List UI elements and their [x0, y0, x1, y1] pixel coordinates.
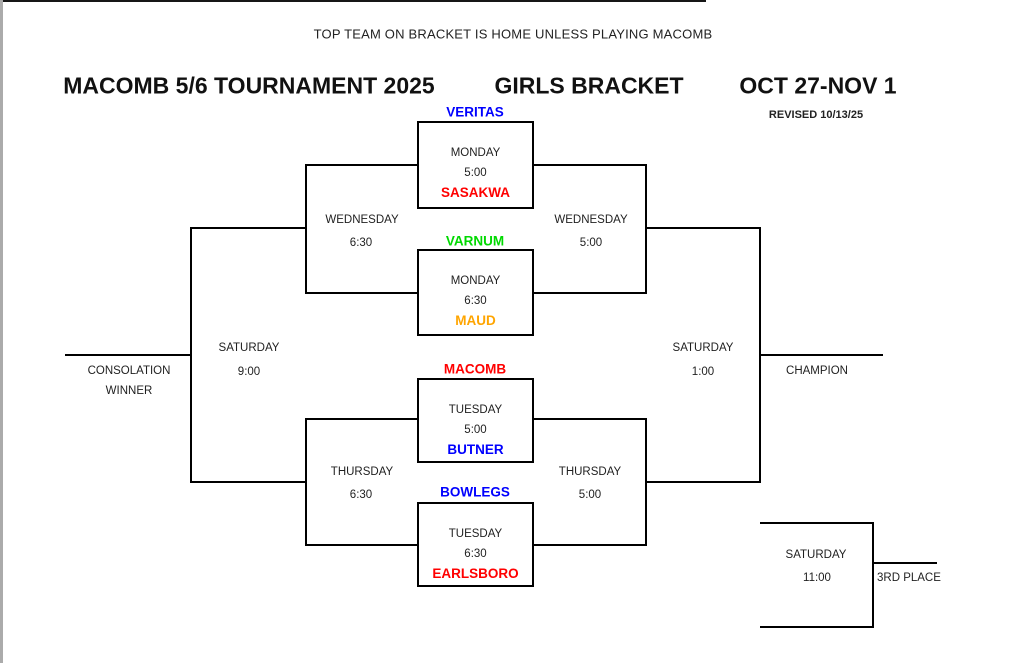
consolation-final-time: 9:00 — [237, 366, 261, 378]
game1-day: MONDAY — [450, 147, 501, 159]
championship-semi-bottom-day: THURSDAY — [558, 466, 622, 478]
line-consolation-semi-bottom-winner — [191, 481, 306, 483]
tournament-dates: OCT 27-NOV 1 — [739, 72, 897, 99]
line-consolation-semi-bottom-vertical — [305, 418, 307, 546]
team-macomb: MACOMB — [443, 361, 507, 377]
consolation-semi-bottom-time: 6:30 — [349, 489, 373, 501]
championship-final-day: SATURDAY — [672, 342, 734, 354]
home-team-notice: TOP TEAM ON BRACKET IS HOME UNLESS PLAYI… — [313, 26, 713, 42]
line-game1-winner — [534, 164, 646, 166]
line-game4-winner — [534, 544, 646, 546]
line-game4-loser — [306, 544, 418, 546]
team-earlsboro: EARLSBORO — [432, 566, 519, 581]
game2-box: MONDAY 6:30 MAUD — [417, 249, 534, 336]
game4-time: 6:30 — [464, 548, 487, 560]
third-place-time: 11:00 — [803, 572, 831, 584]
line-third-place-winner — [874, 562, 937, 564]
line-third-place-bottom — [760, 626, 874, 628]
game3-box: TUESDAY 5:00 BUTNER — [417, 378, 534, 463]
team-butner: BUTNER — [447, 442, 504, 457]
champion-label: CHAMPION — [786, 365, 848, 377]
line-game1-loser — [306, 164, 418, 166]
game3-day: TUESDAY — [448, 404, 503, 416]
consolation-final-day: SATURDAY — [218, 342, 280, 354]
game2-day: MONDAY — [450, 275, 501, 287]
line-championship-semi-bottom-winner — [646, 481, 760, 483]
third-place-day: SATURDAY — [785, 549, 847, 561]
team-veritas: VERITAS — [446, 104, 504, 120]
team-sasakwa: SASAKWA — [440, 185, 510, 200]
line-game2-loser — [306, 292, 418, 294]
game1-time: 5:00 — [464, 167, 487, 179]
line-game2-winner — [534, 292, 646, 294]
line-consolation-semi-top-vertical — [305, 164, 307, 294]
line-game3-loser — [306, 418, 418, 420]
championship-final-time: 1:00 — [691, 366, 715, 378]
page-title: MACOMB 5/6 TOURNAMENT 2025 — [63, 72, 435, 99]
line-consolation-semi-top-winner — [191, 227, 306, 229]
line-game3-winner — [534, 418, 646, 420]
team-maud: MAUD — [455, 313, 496, 328]
line-champion-winner — [760, 354, 883, 356]
championship-semi-top-day: WEDNESDAY — [554, 214, 628, 226]
championship-semi-bottom-time: 5:00 — [578, 489, 602, 501]
game3-time: 5:00 — [464, 424, 487, 436]
game1-box: MONDAY 5:00 SASAKWA — [417, 121, 534, 209]
line-championship-semi-top-winner — [646, 227, 760, 229]
line-consolation-winner — [65, 354, 191, 356]
page-left-border — [0, 0, 3, 663]
consolation-semi-bottom-day: THURSDAY — [330, 466, 394, 478]
third-place-label: 3RD PLACE — [877, 572, 941, 584]
team-bowlegs: BOWLEGS — [440, 484, 510, 500]
consolation-winner-label-line2: WINNER — [105, 385, 153, 397]
team-varnum: VARNUM — [445, 233, 505, 249]
consolation-semi-top-day: WEDNESDAY — [325, 214, 399, 226]
game4-day: TUESDAY — [448, 528, 503, 540]
consolation-winner-label-line1: CONSOLATION — [87, 365, 171, 377]
line-third-place-vertical — [872, 522, 874, 628]
revised-date: REVISED 10/13/25 — [768, 109, 864, 121]
page-top-border — [0, 0, 706, 2]
championship-semi-top-time: 5:00 — [579, 237, 603, 249]
line-third-place-top — [760, 522, 874, 524]
line-consolation-final-vertical — [190, 227, 192, 483]
game4-box: TUESDAY 6:30 EARLSBORO — [417, 502, 534, 587]
consolation-semi-top-time: 6:30 — [349, 237, 373, 249]
game2-time: 6:30 — [464, 295, 487, 307]
line-championship-semi-top-vertical — [645, 164, 647, 294]
bracket-name: GIRLS BRACKET — [494, 72, 684, 99]
